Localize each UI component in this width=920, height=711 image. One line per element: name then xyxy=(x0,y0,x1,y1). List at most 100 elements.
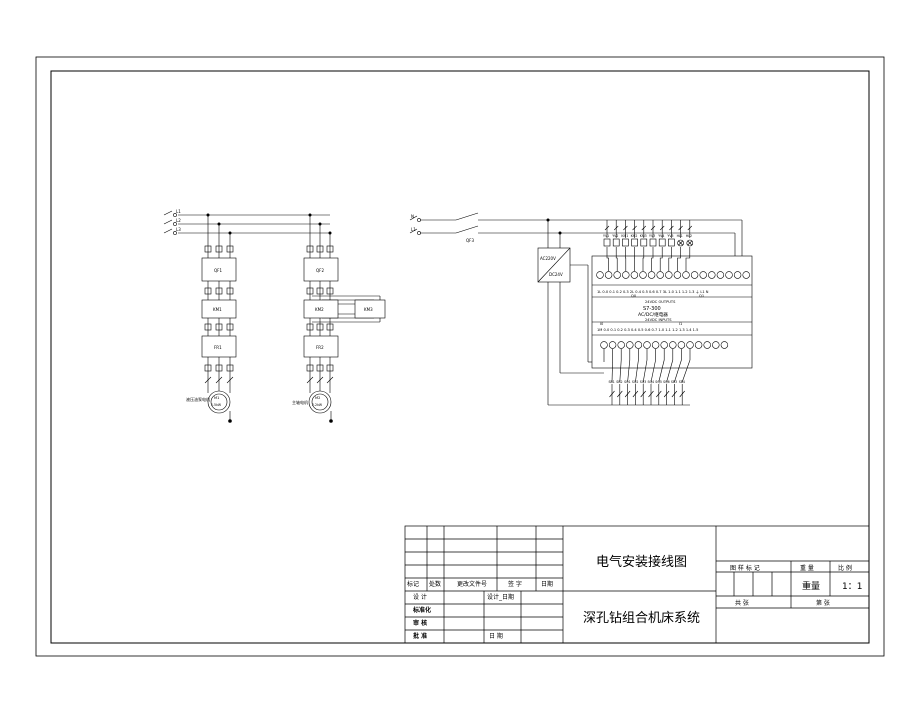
m1-name: 液压油泵电机 xyxy=(186,396,210,402)
plc-input-terminal xyxy=(643,341,651,349)
output-terminal-wire xyxy=(615,247,618,271)
plc-input-terminal xyxy=(703,341,711,349)
plc-output-terminal xyxy=(596,271,604,279)
fr2-label: FR2 xyxy=(316,345,324,350)
sign-date-label: 设计_日期 xyxy=(487,593,514,601)
plc-output-terminal xyxy=(716,271,725,279)
circuit2-terminals xyxy=(306,245,334,384)
qf2-breaker xyxy=(303,257,339,282)
hdr-drawing-mark: 图 样 标 记 xyxy=(730,564,760,572)
phase-label-l3: L3 xyxy=(176,227,181,232)
qf1-label: QF1 xyxy=(214,268,222,273)
plc-input-terminals xyxy=(600,341,729,349)
rev-header-mark: 标记 xyxy=(407,580,419,588)
plc-output-terminal xyxy=(725,271,733,279)
m1-spec: 1.5kW xyxy=(211,403,222,407)
plc-out-label-q1: Q1 xyxy=(699,294,704,298)
plc-output-terminal xyxy=(647,271,656,279)
plc-input-terminal xyxy=(634,341,643,349)
plc-input-terminal xyxy=(677,341,686,349)
main-busbar xyxy=(163,210,332,235)
qf2-label: QF2 xyxy=(316,268,324,273)
input-switch xyxy=(632,390,639,398)
outer-border xyxy=(35,56,885,657)
plc-output-terminal xyxy=(665,271,673,279)
output-label: YV1 xyxy=(603,234,609,238)
plc-output-terminal xyxy=(708,271,716,279)
circuit1-ground xyxy=(228,411,232,423)
role-standard: 标准化 xyxy=(412,606,431,614)
plc-input-terminal xyxy=(600,341,608,349)
plc-in-type: 24VDC INPUTS xyxy=(645,318,672,322)
output-contact xyxy=(613,225,619,231)
hdr-scale: 比 例 xyxy=(838,564,852,572)
input-switch xyxy=(624,390,631,398)
m2-label: M2 xyxy=(315,396,320,400)
input-wire xyxy=(642,359,648,383)
plc-input-terminal xyxy=(617,341,625,349)
psu-output-label: DC24V xyxy=(549,272,563,277)
output-terminal-wire xyxy=(677,247,681,271)
input-label: SQ4 xyxy=(648,380,655,384)
km3-label: KM3 xyxy=(364,307,373,312)
output-terminal-wire xyxy=(668,247,672,271)
output-coil xyxy=(603,238,611,247)
plc-out-type: 24VDC OUTPUTS xyxy=(645,300,676,304)
fr1-thermal-relay xyxy=(201,335,237,358)
input-switch xyxy=(609,390,615,398)
output-label: YV5 xyxy=(667,234,673,238)
plc-model: S7-300 xyxy=(643,306,661,312)
lamp-cross xyxy=(687,240,693,246)
indicator-lamp xyxy=(686,239,694,247)
scale-value: 1：1 xyxy=(842,582,862,592)
plc-output-terminal xyxy=(742,271,750,279)
plc-output-terminals xyxy=(596,271,750,279)
output-coil xyxy=(640,238,648,247)
input-label: SQ6 xyxy=(663,380,670,384)
output-contact xyxy=(641,225,647,231)
plc-output-terminal xyxy=(690,271,699,279)
role-approve: 批 准 xyxy=(413,632,427,640)
output-coil xyxy=(668,238,675,247)
hdr-weight: 重 量 xyxy=(800,564,814,572)
input-label: SB3 xyxy=(671,380,677,384)
role-design: 设 计 xyxy=(413,593,427,601)
output-terminal-wire xyxy=(659,247,663,271)
plc-output-terminal xyxy=(613,271,621,279)
output-contact xyxy=(632,225,637,231)
output-contact xyxy=(650,225,656,231)
plc-input-terminal xyxy=(660,341,668,349)
output-coil xyxy=(649,238,657,247)
km1-contactor xyxy=(201,299,237,319)
output-label: YV3 xyxy=(649,234,655,238)
output-label: YV2 xyxy=(612,234,618,238)
rev-header-date: 日期 xyxy=(541,580,553,588)
plc-output-terminal xyxy=(733,271,742,279)
fr2-thermal-relay xyxy=(303,335,339,358)
plc-in-label-i0: I0 xyxy=(600,322,604,326)
output-terminal-wire xyxy=(685,247,691,271)
input-wire xyxy=(681,359,691,383)
input-label: SQ3 xyxy=(640,380,647,384)
plc-output-terminal xyxy=(673,271,682,279)
rev-header-doc: 更改文件号 xyxy=(457,580,487,588)
plc-output-terminal xyxy=(622,271,630,279)
input-switch xyxy=(679,390,685,398)
plc-input-terminal-row: 1M 0.0 0.1 0.2 0.3 0.4 0.5 0.6 0.7 1.0 1… xyxy=(597,328,698,332)
plc-output-terminal xyxy=(682,271,690,279)
rev-header-count: 处数 xyxy=(429,580,441,588)
project-name: 深孔钻组合机床系统 xyxy=(583,611,700,626)
input-label: SQ5 xyxy=(655,380,662,384)
lamp-cross xyxy=(678,240,683,246)
input-wire xyxy=(650,359,656,383)
output-coil xyxy=(631,238,638,247)
input-label: SB1 xyxy=(609,380,615,384)
km3-contactor xyxy=(354,299,386,319)
circuit1-terminals xyxy=(204,245,234,384)
plc-output-terminal xyxy=(699,271,707,279)
input-label: SB4 xyxy=(679,380,685,384)
output-terminal-wire xyxy=(651,247,654,271)
output-label: YV4 xyxy=(658,234,664,238)
qf3-label: QF3 xyxy=(466,238,474,243)
